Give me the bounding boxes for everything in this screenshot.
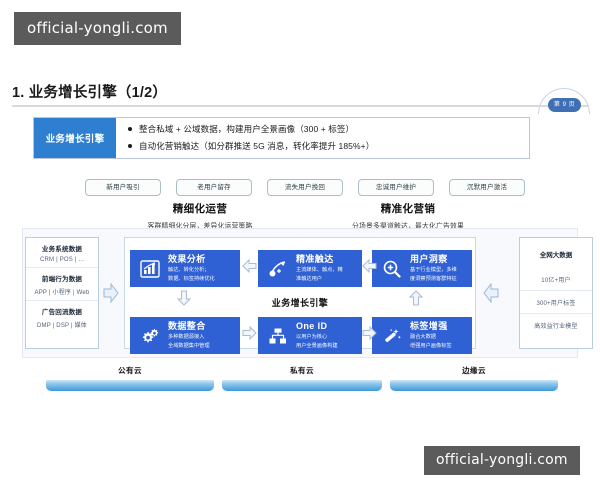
section-title: 精细化运营: [172, 203, 228, 215]
cloud-bar-private: 私有云: [222, 366, 382, 391]
sitemap-icon: [263, 327, 293, 345]
list-item: 300+用户标签: [520, 290, 592, 313]
page-number-badge: 第 9 页: [548, 98, 581, 112]
precision-reach-icon: [263, 260, 293, 278]
section-heading-precision-marketing: 精准化营销 分场景多渠道触达，最大化广告效果: [318, 201, 498, 230]
card-desc-line2: 用户全景画像构建: [296, 343, 338, 349]
callout-bullet-list: 整合私域 + 公域数据，构建用户全景画像（300 + 标签） 自动化营销触达（如…: [116, 118, 529, 158]
card-text: 标签增强 融合大数据 增强用户画像标签: [407, 321, 452, 350]
bigdata-value: 300+用户标签: [536, 301, 576, 307]
page-title: 1. 业务增长引擎（1/2）: [12, 85, 168, 101]
card-user-insight[interactable]: 用户洞察 基于行业模型，多维 度洞察预测客群特征: [372, 250, 472, 287]
chevron-right-icon-left: [103, 283, 119, 303]
segment-pill-reactivate: 沉默用户激活: [449, 179, 525, 196]
card-desc-line1: 触达、转化分析；: [168, 267, 210, 273]
list-item: 自动化营销触达（如分群推送 5G 消息，转化率提升 185%+）: [128, 140, 529, 152]
section-subtitle: 客群精细化分层，差异化运营策略: [147, 223, 253, 230]
card-text: 用户洞察 基于行业模型，多维 度洞察预测客群特征: [407, 254, 457, 283]
summary-callout: 业务增长引擎 整合私域 + 公域数据，构建用户全景画像（300 + 标签） 自动…: [33, 117, 530, 159]
card-title: One ID: [296, 321, 328, 331]
segment-pill-loyalty: 忠诚用户维护: [358, 179, 434, 196]
bigdata-column-title: 全网大数据: [539, 252, 573, 259]
cloud-bar-shape: [46, 380, 214, 391]
arrow-left-icon: [242, 259, 257, 273]
card-desc-line1: 基于行业模型，多维: [410, 267, 457, 273]
section-title: 精准化营销: [380, 203, 436, 215]
segment-pill-row: 新用户吸引 老用户留存 流失用户挽回 忠诚用户维护 沉默用户激活: [85, 179, 525, 197]
arrow-left-icon: [362, 259, 377, 273]
list-item: 业务系统数据 CRM | POS | ...: [26, 238, 98, 267]
card-desc-line2: 准触达用户: [296, 276, 322, 282]
list-item: 广告回流数据 DMP | DSP | 媒体: [26, 300, 98, 333]
card-title: 数据整合: [168, 321, 206, 331]
list-item: 10亿+用户: [520, 268, 592, 290]
callout-tag-label: 业务增长引擎: [34, 118, 116, 158]
data-source-value: DMP | DSP | 媒体: [36, 323, 88, 329]
card-tag-enhancement[interactable]: 标签增强 融合大数据 增强用户画像标签: [372, 317, 472, 354]
segment-pill-winback: 流失用户挽回: [267, 179, 343, 196]
cloud-bar-edge: 边缘云: [390, 366, 558, 391]
cloud-bar-shape: [390, 380, 558, 391]
card-text: One ID 以用户为核心 用户全景画像构建: [293, 321, 338, 350]
data-source-column: 业务系统数据 CRM | POS | ... 前端行为数据 APP | 小程序 …: [25, 237, 99, 349]
arrow-right-icon: [242, 326, 257, 340]
data-source-title: 业务系统数据: [41, 246, 83, 253]
callout-bullet-text: 整合私域 + 公域数据，构建用户全景画像（300 + 标签）: [139, 124, 355, 134]
card-title: 效果分析: [168, 254, 206, 264]
card-precision-reach[interactable]: 精准触达 主流媒体、触点，精 准触达用户: [258, 250, 362, 287]
section-subtitle: 分场景多渠道触达，最大化广告效果: [352, 223, 464, 230]
data-source-title: 前端行为数据: [41, 276, 83, 283]
cloud-label: 私有云: [290, 366, 314, 375]
card-desc-line1: 融合大数据: [410, 334, 436, 340]
list-item: 高效益行业模型: [520, 313, 592, 336]
bar-chart-icon: [135, 259, 165, 278]
card-title: 精准触达: [296, 254, 334, 264]
data-source-title: 广告回流数据: [41, 309, 83, 316]
segment-pill-new-user: 新用户吸引: [85, 179, 161, 196]
cloud-bar-shape: [222, 380, 382, 391]
card-title: 用户洞察: [410, 254, 448, 264]
watermark-bottom: official-yongli.com: [424, 446, 580, 475]
card-text: 效果分析 触达、转化分析； 数据、标签持续优化: [165, 254, 215, 283]
callout-bullet-text: 自动化营销触达（如分群推送 5G 消息，转化率提升 185%+）: [139, 141, 375, 151]
card-one-id[interactable]: One ID 以用户为核心 用户全景画像构建: [258, 317, 362, 354]
bigdata-value: 高效益行业模型: [534, 324, 578, 330]
bigdata-value: 10亿+用户: [541, 278, 571, 284]
title-divider: [12, 105, 588, 107]
bigdata-column: 全网大数据 10亿+用户 300+用户标签 高效益行业模型: [519, 237, 593, 349]
data-source-value: APP | 小程序 | Web: [34, 290, 90, 296]
segment-pill-retention: 老用户留存: [176, 179, 252, 196]
card-desc-line2: 全域数据集中管理: [168, 343, 210, 349]
card-desc-line1: 主流媒体、触点，精: [296, 267, 343, 273]
gears-icon: [135, 327, 165, 345]
list-item: 整合私域 + 公域数据，构建用户全景画像（300 + 标签）: [128, 123, 529, 135]
arrow-up-icon: [409, 290, 423, 306]
magic-wand-icon: [377, 327, 407, 345]
bullet-dot-icon: [128, 127, 132, 131]
bullet-dot-icon: [128, 144, 132, 148]
card-desc-line1: 以用户为核心: [296, 334, 328, 340]
cloud-bar-public: 公有云: [46, 366, 214, 391]
card-desc-line2: 度洞察预测客群特征: [410, 276, 457, 282]
cloud-label: 边缘云: [462, 366, 486, 375]
watermark-top: official-yongli.com: [14, 12, 181, 45]
card-text: 数据整合 多种数据源接入 全域数据集中管理: [165, 321, 210, 350]
engine-title: 业务增长引擎: [271, 298, 329, 308]
card-data-integration[interactable]: 数据整合 多种数据源接入 全域数据集中管理: [130, 317, 240, 354]
card-title: 标签增强: [410, 321, 448, 331]
card-text: 精准触达 主流媒体、触点，精 准触达用户: [293, 254, 343, 283]
arrow-right-icon: [362, 326, 377, 340]
chevron-right-icon-right: [483, 283, 499, 303]
card-desc-line2: 数据、标签持续优化: [168, 276, 215, 282]
arrow-down-icon: [177, 290, 191, 306]
list-item: 前端行为数据 APP | 小程序 | Web: [26, 267, 98, 300]
data-source-value: CRM | POS | ...: [39, 257, 85, 263]
card-desc-line1: 多种数据源接入: [168, 334, 205, 340]
cloud-label: 公有云: [118, 366, 142, 375]
card-effect-analysis[interactable]: 效果分析 触达、转化分析； 数据、标签持续优化: [130, 250, 240, 287]
magnifier-plus-icon: [377, 260, 407, 278]
section-heading-refined-ops: 精细化运营 客群精细化分层，差异化运营策略: [110, 201, 290, 230]
card-desc-line2: 增强用户画像标签: [410, 343, 452, 349]
